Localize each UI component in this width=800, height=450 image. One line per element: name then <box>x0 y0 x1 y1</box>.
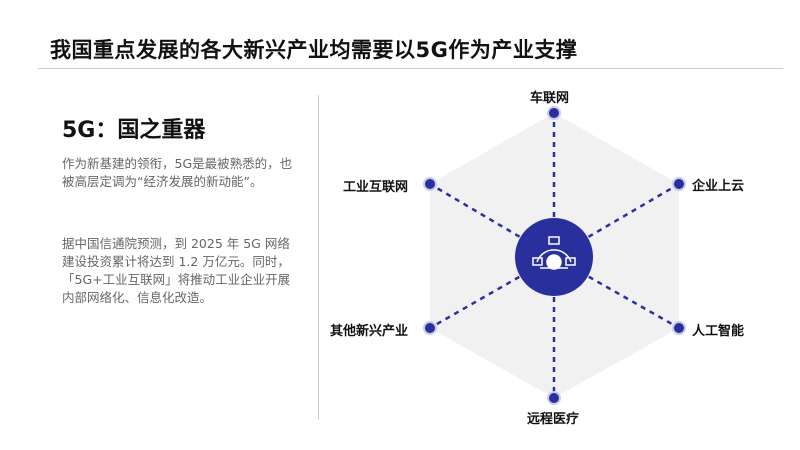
intro-paragraph: 作为新基建的领衔，5G是最被熟悉的，也被高层定调为“经济发展的新动能”。 <box>62 156 293 189</box>
forecast-paragraph: 据中国信通院预测，到 2025 年 5G 网络建设投资累计将达到 1.2 万亿元… <box>62 236 291 305</box>
title-divider <box>38 68 783 69</box>
node-label-other: 其他新兴产业 <box>330 324 409 339</box>
vertical-divider <box>318 95 319 420</box>
node-dots <box>423 106 686 405</box>
node-label-ai: 人工智能 <box>692 324 745 339</box>
network-globe-icon <box>532 236 576 270</box>
page-title: 我国重点发展的各大新兴产业均需要以5G作为产业支撑 <box>50 38 578 62</box>
node-label-cloud: 企业上云 <box>692 179 745 194</box>
section-heading: 5G：国之重器 <box>62 118 206 143</box>
node-label-iov: 车联网 <box>530 91 570 106</box>
node-label-telemedicine: 远程医疗 <box>527 412 580 427</box>
node-label-iiot: 工业互联网 <box>343 180 409 195</box>
